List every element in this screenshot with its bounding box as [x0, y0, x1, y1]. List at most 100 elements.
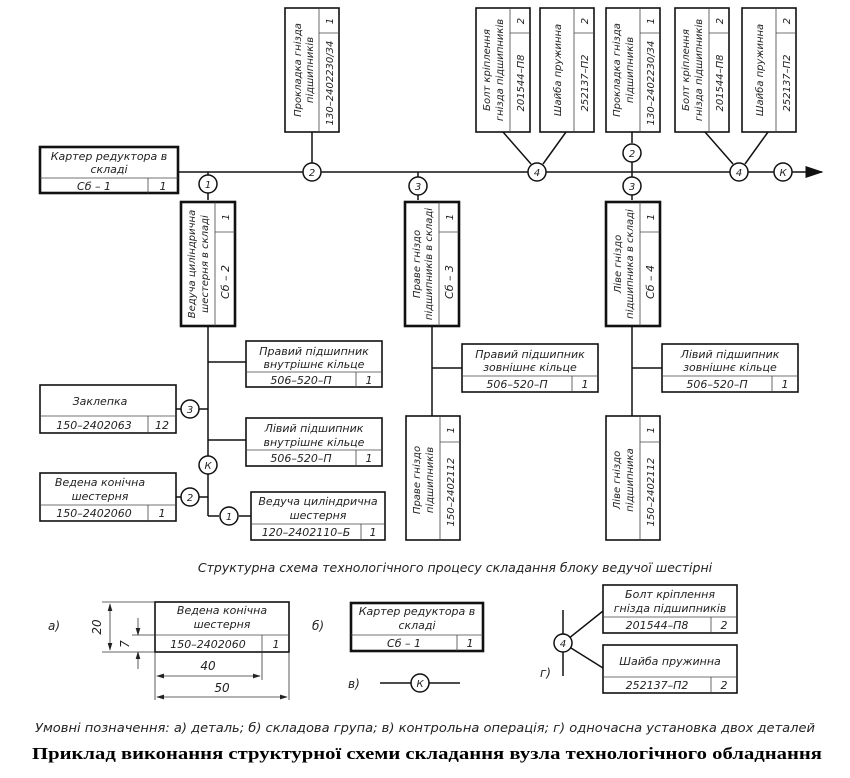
dim-row-label: 7: [118, 640, 132, 648]
top-part-gasket-1: Прокладка гнізда підшипників 130–2402230…: [284, 7, 340, 133]
subgroup-code: Сб – 3: [443, 265, 456, 299]
top-part-name-2: гнізда підшипників: [494, 19, 506, 121]
part-name-2: зовнішнє кільце: [683, 361, 777, 374]
subgroup-qty: 1: [646, 214, 657, 220]
op-number: 3: [415, 182, 421, 193]
top-part-name-2: гнізда підшипників: [693, 19, 705, 121]
legend-group-box: Картер редуктора в складі Сб – 1 1: [349, 601, 485, 653]
part-name-2: внутрішнє кільце: [264, 436, 365, 449]
legend-b-label: б): [312, 619, 324, 633]
op-number: 1: [226, 512, 232, 523]
subgroup-code: Сб – 2: [219, 265, 232, 299]
legend-a-label: а): [48, 619, 60, 633]
top-part-code: 201544–П8: [715, 54, 726, 111]
top-part-bolt-2: Болт кріплення гнізда підшипників 201544…: [674, 7, 730, 133]
main-caption: Структурна схема технологічного процесу …: [198, 560, 713, 575]
part-name-1: Ведена конічна: [55, 476, 145, 489]
part-code: 150–2402112: [446, 458, 457, 527]
legend-simul-part-washer: Шайба пружинна 252137–П2 2: [602, 644, 738, 694]
part-qty: 12: [155, 419, 169, 432]
part-right-bearing-inner: Правий підшипник внутрішнє кільце 506–52…: [245, 340, 383, 388]
part-name-1: Правий підшипник: [475, 348, 585, 361]
sub2-op-3: 3: [180, 399, 200, 419]
dim-height-label: 20: [90, 619, 104, 635]
op-number: 4: [534, 168, 540, 179]
op-letter: К: [779, 168, 787, 179]
top-part-gasket-2: Прокладка гнізда підшипників 130–2402230…: [605, 7, 661, 133]
subgroup-sb3-box: Праве гніздо підшипників в складі Сб – 3…: [403, 200, 461, 328]
top-part-qty: 2: [782, 18, 793, 24]
part-name-2: шестерня: [72, 490, 129, 503]
op-number: 2: [309, 168, 315, 179]
legend-simul-op: 4: [553, 610, 604, 676]
top-part-name-1: Болт кріплення: [680, 29, 692, 111]
base-group-code: Сб – 1: [77, 180, 111, 193]
legend-group-qty: 1: [467, 637, 474, 650]
part-code: 506–520–П: [486, 378, 547, 391]
subgroup-sb4-box: Ліве гніздо підшипника в складі Сб – 4 1: [604, 200, 662, 328]
subgroup-qty: 1: [221, 214, 232, 220]
base-group-name-2: складі: [90, 163, 127, 176]
op-number: 4: [736, 168, 742, 179]
legend-detail-box: Ведена конічна шестерня 150–2402060 1: [154, 601, 290, 653]
legend-dimensions: 20 7 40 50: [90, 601, 290, 700]
subgroup-name-1: Ліве гніздо: [612, 235, 624, 294]
part-qty: 1: [159, 507, 166, 520]
top-part-qty: 1: [325, 18, 336, 24]
part-left-bearing-housing: Ліве гніздо підшипника 150–2402112 1: [605, 415, 661, 541]
base-group-qty: 1: [160, 180, 167, 193]
subgroup-code: Сб – 4: [644, 265, 657, 299]
main-op-3b: 3: [622, 176, 642, 196]
top-part-name-1: Шайба пружинна: [552, 24, 564, 116]
legend-simul-part-code: 201544–П8: [626, 619, 689, 632]
part-left-bearing-inner: Лівий підшипник внутрішнє кільце 506–520…: [245, 417, 383, 467]
top-part-code: 201544–П8: [516, 54, 527, 111]
top-part-name-1: Прокладка гнізда: [611, 23, 623, 117]
legend-detail-code: 150–2402060: [170, 638, 246, 651]
part-left-bearing-outer: Лівий підшипник зовнішнє кільце 506–520–…: [661, 343, 799, 393]
part-code: 120–2402110–Б: [262, 526, 351, 539]
part-code: 506–520–П: [270, 452, 331, 465]
subgroup-qty: 1: [445, 214, 456, 220]
legend-simul-part-qty: 2: [721, 679, 728, 692]
subgroup-name-1: Праве гніздо: [411, 230, 423, 298]
legend-simul-part-code: 252137–П2: [626, 679, 689, 692]
main-op-4b: 4: [729, 162, 749, 182]
legend-caption: Умовні позначення: а) деталь; б) складов…: [35, 720, 815, 735]
legend-group-code: Сб – 1: [387, 637, 421, 650]
part-right-bearing-housing: Праве гніздо підшипників 150–2402112 1: [405, 415, 461, 541]
part-qty: 1: [366, 374, 373, 387]
subgroup-name-2: підшипника в складі: [624, 209, 636, 319]
top-part-washer-1: Шайба пружинна 252137–П2 2: [539, 7, 595, 133]
part-name-1: Лівий підшипник: [264, 422, 364, 435]
part-name-2: підшипника: [624, 448, 636, 512]
part-name-2: шестерня: [290, 509, 347, 522]
legend-control-op-letter: К: [416, 679, 424, 690]
legend-detail-name-2: шестерня: [194, 618, 251, 631]
part-right-bearing-outer: Правий підшипник зовнішнє кільце 506–520…: [461, 343, 599, 393]
part-name-1: Праве гніздо: [411, 446, 423, 514]
subgroup-sb2-box: Ведуча циліндрична шестерня в складі Сб …: [179, 200, 237, 328]
part-name-1: Правий підшипник: [259, 345, 369, 358]
part-name-1: Лівий підшипник: [680, 348, 780, 361]
sub2-op-2: 2: [180, 487, 200, 507]
top-part-name-1: Прокладка гнізда: [292, 23, 304, 117]
sub2-control-op: К: [198, 455, 218, 475]
legend-control-op: К: [380, 673, 460, 693]
part-code: 506–520–П: [270, 374, 331, 387]
legend-group-name-1: Картер редуктора в: [359, 605, 476, 618]
dim-inner-label: 40: [200, 659, 216, 673]
legend-v-label: в): [348, 677, 360, 691]
top-part-qty: 1: [646, 18, 657, 24]
top-part-qty: 2: [715, 18, 726, 24]
top-part-washer-2: Шайба пружинна 252137–П2 2: [741, 7, 797, 133]
part-code: 150–2402063: [56, 419, 132, 432]
legend-simul-op-number: 4: [560, 639, 566, 650]
subgroup-name-2: шестерня в складі: [199, 215, 211, 313]
part-qty: 1: [370, 526, 377, 539]
part-name-2: підшипників: [424, 447, 436, 513]
part-code: 150–2402112: [646, 458, 657, 527]
main-op-1: 1: [198, 174, 218, 194]
part-qty: 1: [646, 427, 657, 433]
